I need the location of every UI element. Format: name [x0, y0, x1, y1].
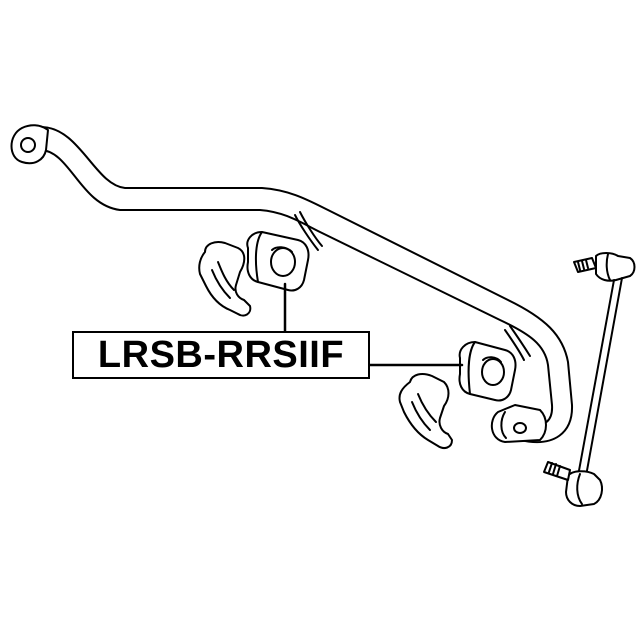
- right-bracket: [398, 373, 453, 449]
- stabilizer-bar: [10, 124, 574, 444]
- stabilizer-link: [543, 252, 636, 507]
- leader-lines: [283, 282, 464, 367]
- left-bushing: [246, 231, 310, 292]
- part-number-label: LRSB-RRSIIF: [72, 331, 370, 379]
- right-bushing: [458, 341, 517, 402]
- left-bracket: [198, 241, 252, 317]
